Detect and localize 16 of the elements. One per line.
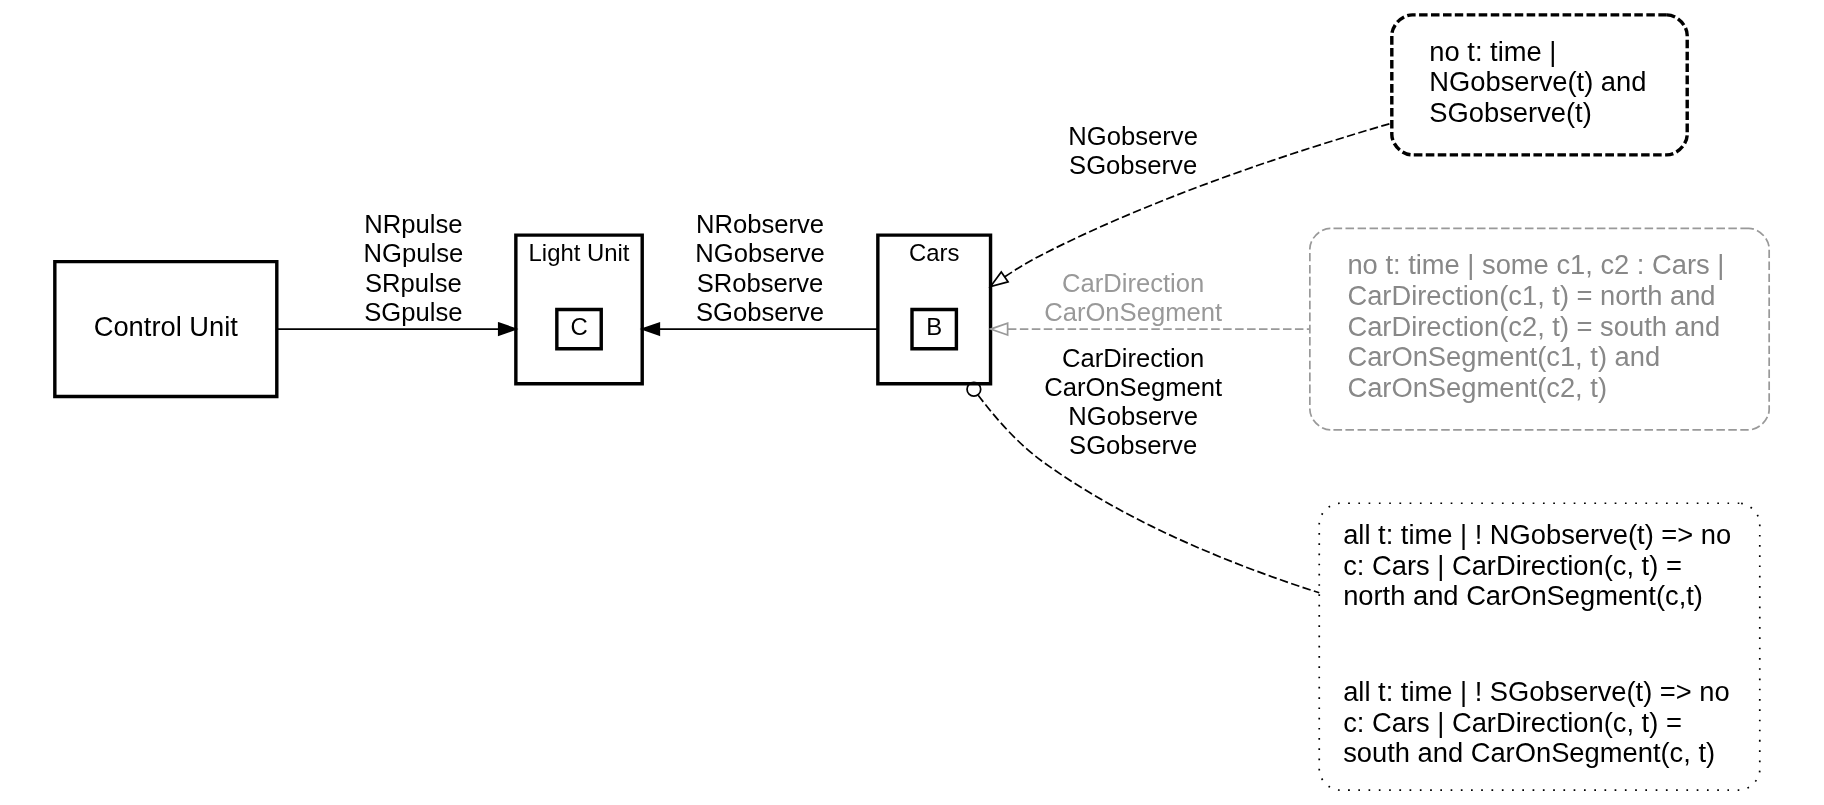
edge-label: NGobserve SGobserve <box>1068 121 1198 179</box>
node-box: Control Unit <box>53 259 279 399</box>
node-box: no t: time | NGobserve(t) and SGobserve(t) <box>1390 13 1689 157</box>
arrow <box>988 122 1393 288</box>
arrow <box>275 321 519 337</box>
edge-label: CarDirection CarOnSegment <box>1044 268 1223 326</box>
node-box: B <box>910 307 959 351</box>
node-box: no t: time | some c1, c2 : Cars | CarDirection(c1, t) = north and CarDirection(c2, t) = south and CarOnSegment(c1, t) and CarOnSegment(c2, t) <box>1309 227 1771 431</box>
edge-label: NRobserve NGobserve SRobserve SGobserve <box>695 210 825 326</box>
edge-label: NRpulse NGpulse SRpulse SGpulse <box>363 210 464 326</box>
arrow <box>987 321 1311 337</box>
edge-label: CarDirection CarOnSegment NGobserve SGobserve <box>1044 343 1223 459</box>
arrow <box>639 321 879 337</box>
node-box: C <box>555 307 603 351</box>
connector <box>966 381 1321 594</box>
node-box: all t: time | ! NGobserve(t) => no c: Cars | CarDirection(c, t) = north and CarOnSegment(c,t) all t: time | ! SGobserve(t) => no c: Cars | CarDirection(c, t) = south and CarOnSegment(c, t) <box>1318 502 1761 791</box>
